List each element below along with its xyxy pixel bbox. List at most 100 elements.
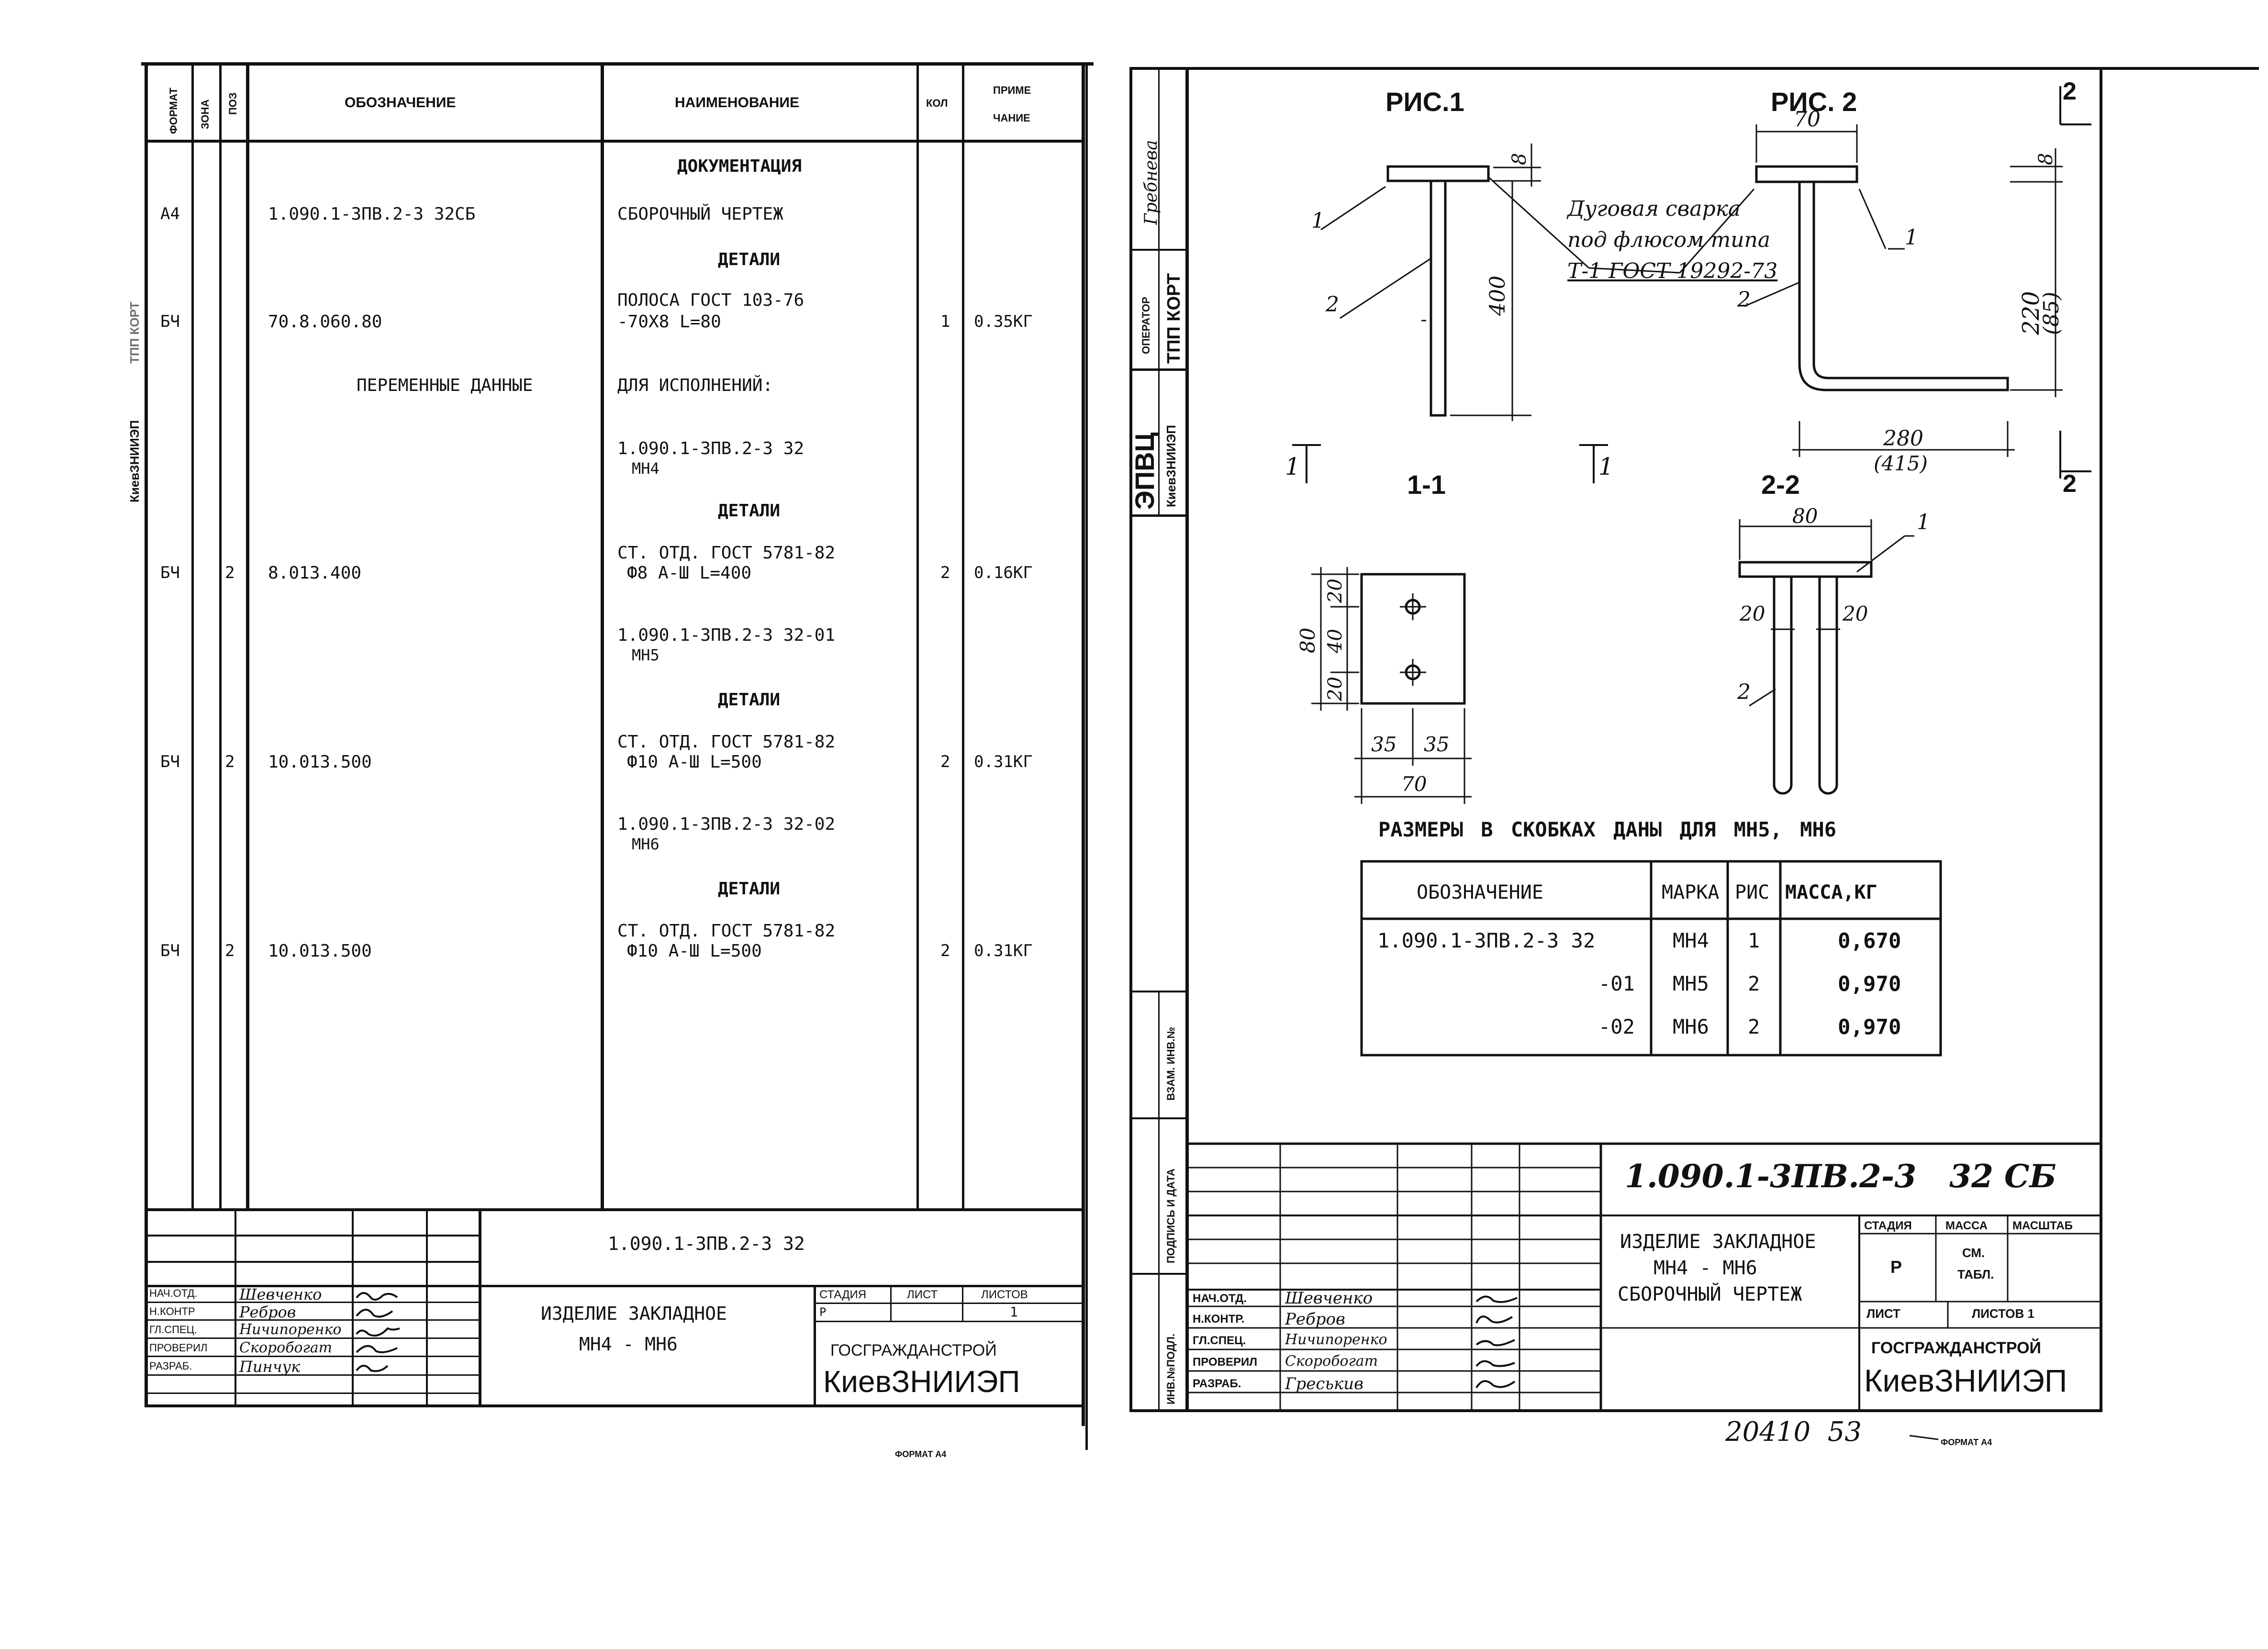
row-7-format: БЧ bbox=[160, 563, 180, 582]
row-10-designation: 10.013.500 bbox=[268, 752, 372, 772]
table-header-mass: МАССА,КГ bbox=[1785, 881, 1877, 903]
row-3-name2: -70Х8 L=80 bbox=[617, 312, 721, 332]
right-sheet: Гребнева ОПЕРАТОР ТПП КОРТ ЭПВЦ КиевЗНИИ… bbox=[1101, 0, 2268, 1649]
left-role-2: ГЛ.СПЕЦ. bbox=[149, 1324, 197, 1336]
right-person-3: Скоробогат bbox=[1285, 1353, 1378, 1370]
row-4-name: ДЛЯ ИСПОЛНЕНИЙ: bbox=[617, 376, 773, 395]
left-stamp-title-1: ИЗДЕЛИЕ ЗАКЛАДНОЕ bbox=[541, 1303, 727, 1324]
row-5-name: 1.090.1-3ПВ.2-3 32 bbox=[617, 439, 804, 458]
table-row-2-mark: МН6 bbox=[1673, 1015, 1709, 1038]
right-person-0: Шевченко bbox=[1285, 1289, 1373, 1308]
right-role-4: РАЗРАБ. bbox=[1193, 1377, 1241, 1390]
weld-note-3: Т-1 ГОСТ 19292-73 bbox=[1567, 259, 1778, 283]
table-header-fig: РИС bbox=[1735, 881, 1770, 903]
section-1-mark-right: 1 bbox=[1598, 453, 1614, 480]
row-9-name: ДЕТАЛИ bbox=[718, 690, 781, 710]
right-stamp-scale-label: МАСШТАБ bbox=[2012, 1219, 2073, 1232]
row-4-designation: ПЕРЕМЕННЫЕ ДАННЫЕ bbox=[357, 376, 533, 395]
row-1-designation: 1.090.1-3ПВ.2-3 32СБ bbox=[268, 204, 476, 224]
row-10-note: 0.31КГ bbox=[974, 752, 1033, 771]
fig2-dim-w: 70 bbox=[1794, 107, 1821, 132]
row-13-pos: 2 bbox=[225, 941, 235, 960]
s11-dim-70: 70 bbox=[1401, 772, 1427, 796]
fig1-dim-thk: 8 bbox=[1508, 153, 1531, 165]
left-role-1: Н.КОНТР bbox=[149, 1305, 195, 1317]
row-7-designation: 8.013.400 bbox=[268, 563, 362, 583]
row-1-name: СБОРОЧНЫЙ ЧЕРТЕЖ bbox=[617, 204, 783, 224]
row-12-name: ДЕТАЛИ bbox=[718, 879, 781, 899]
header-name: НАИМЕНОВАНИЕ bbox=[675, 95, 799, 111]
section-2-mark-bottom: 2 bbox=[2063, 470, 2077, 498]
left-person-0: Шевченко bbox=[239, 1285, 322, 1304]
right-person-4: Греськив bbox=[1285, 1374, 1363, 1393]
table-header-mark: МАРКА bbox=[1662, 881, 1720, 903]
s22-callout-1: 1 bbox=[1917, 510, 1930, 535]
row-0-name: ДОКУМЕНТАЦИЯ bbox=[677, 156, 802, 176]
row-1-format: А4 bbox=[160, 204, 180, 223]
table-row-2-fig: 2 bbox=[1748, 1015, 1760, 1038]
fig1-dim-len: 400 bbox=[1486, 276, 1510, 316]
row-8-name2: МН5 bbox=[632, 646, 659, 664]
row-7-pos: 2 bbox=[225, 563, 235, 582]
left-stamp-stage: Р bbox=[819, 1305, 827, 1319]
row-2-name: ДЕТАЛИ bbox=[718, 250, 781, 269]
table-row-1-designation: -01 bbox=[1598, 972, 1635, 995]
row-3-qty: 1 bbox=[940, 312, 950, 331]
right-stamp-title-3: СБОРОЧНЫЙ ЧЕРТЕЖ bbox=[1618, 1283, 1802, 1305]
header-note-2: ЧАНИЕ bbox=[993, 112, 1030, 124]
table-row-1-fig: 2 bbox=[1748, 972, 1760, 995]
left-role-3: ПРОВЕРИЛ bbox=[149, 1342, 208, 1354]
right-stamp-stage-label: СТАДИЯ bbox=[1864, 1219, 1912, 1232]
left-role-0: НАЧ.ОТД. bbox=[149, 1287, 198, 1299]
right-stamp-title-2: МН4 - МН6 bbox=[1654, 1257, 1757, 1279]
row-10-name: СТ. ОТД. ГОСТ 5781-82 bbox=[617, 732, 836, 752]
table-row-0-fig: 1 bbox=[1748, 929, 1760, 952]
section-11-label: 1-1 bbox=[1407, 469, 1446, 500]
header-note-1: ПРИМЕ bbox=[993, 84, 1031, 96]
fig1-title: РИС.1 bbox=[1385, 87, 1464, 117]
right-stamp-stage: Р bbox=[1890, 1257, 1902, 1277]
right-role-2: ГЛ.СПЕЦ. bbox=[1193, 1334, 1246, 1347]
right-stamp-mass-2: ТАБЛ. bbox=[1957, 1267, 1994, 1281]
s11-dim-80: 80 bbox=[1296, 627, 1319, 653]
row-7-name: СТ. ОТД. ГОСТ 5781-82 bbox=[617, 543, 836, 563]
row-11-name2: МН6 bbox=[632, 835, 659, 853]
right-stamp-org-2: КиевЗНИИЭП bbox=[1864, 1363, 2067, 1398]
section-1-mark-left: 1 bbox=[1285, 453, 1300, 480]
right-person-1: Ребров bbox=[1285, 1310, 1345, 1329]
right-role-1: Н.КОНТР. bbox=[1193, 1313, 1245, 1326]
row-13-designation: 10.013.500 bbox=[268, 941, 372, 961]
left-stamp-org-1: ГОСГРАЖДАНСТРОЙ bbox=[830, 1341, 997, 1359]
size-note: РАЗМЕРЫ В СКОБКАХ ДАНЫ ДЛЯ МН5, МН6 bbox=[1378, 818, 1837, 841]
row-3-designation: 70.8.060.80 bbox=[268, 312, 382, 332]
right-format-note: ФОРМАТ А4 bbox=[1941, 1437, 1992, 1447]
s22-dim-20b: 20 bbox=[1843, 602, 1868, 625]
s11-dim-40: 40 bbox=[1324, 629, 1346, 653]
row-8-name: 1.090.1-3ПВ.2-3 32-01 bbox=[617, 625, 836, 645]
left-person-3: Скоробогат bbox=[239, 1339, 333, 1356]
row-13-note: 0.31КГ bbox=[974, 941, 1033, 960]
left-signatures bbox=[356, 1292, 400, 1372]
assembly-drawing bbox=[1188, 86, 2101, 1440]
fig2-dim-l: 280 bbox=[1883, 426, 1923, 451]
s22-dim-20a: 20 bbox=[1740, 602, 1765, 625]
left-stamp-stage-label: СТАДИЯ bbox=[819, 1288, 867, 1301]
table-row-1-mass: 0,970 bbox=[1838, 972, 1901, 996]
left-role-4: РАЗРАБ. bbox=[149, 1360, 192, 1372]
row-10-name2: Ф10 А-Ш L=500 bbox=[627, 752, 762, 772]
s22-dim-80: 80 bbox=[1792, 504, 1818, 528]
row-11-name: 1.090.1-3ПВ.2-3 32-02 bbox=[617, 814, 836, 834]
left-person-4: Пинчук bbox=[239, 1358, 301, 1376]
row-3-name: ПОЛОСА ГОСТ 103-76 bbox=[617, 290, 804, 310]
row-10-format: БЧ bbox=[160, 752, 180, 771]
left-person-1: Ребров bbox=[239, 1303, 296, 1321]
doc-number: 20410 53 bbox=[1725, 1416, 1862, 1448]
section-2-mark-top: 2 bbox=[2063, 78, 2077, 105]
fig1-callout-2: 2 bbox=[1326, 292, 1339, 317]
right-stamp-title-1: ИЗДЕЛИЕ ЗАКЛАДНОЕ bbox=[1620, 1231, 1816, 1253]
row-7-qty: 2 bbox=[940, 563, 950, 582]
row-3-note: 0.35КГ bbox=[974, 312, 1033, 331]
s11-dim-35a: 35 bbox=[1371, 733, 1397, 756]
row-13-name: СТ. ОТД. ГОСТ 5781-82 bbox=[617, 921, 836, 941]
table-row-2-designation: -02 bbox=[1598, 1015, 1635, 1038]
